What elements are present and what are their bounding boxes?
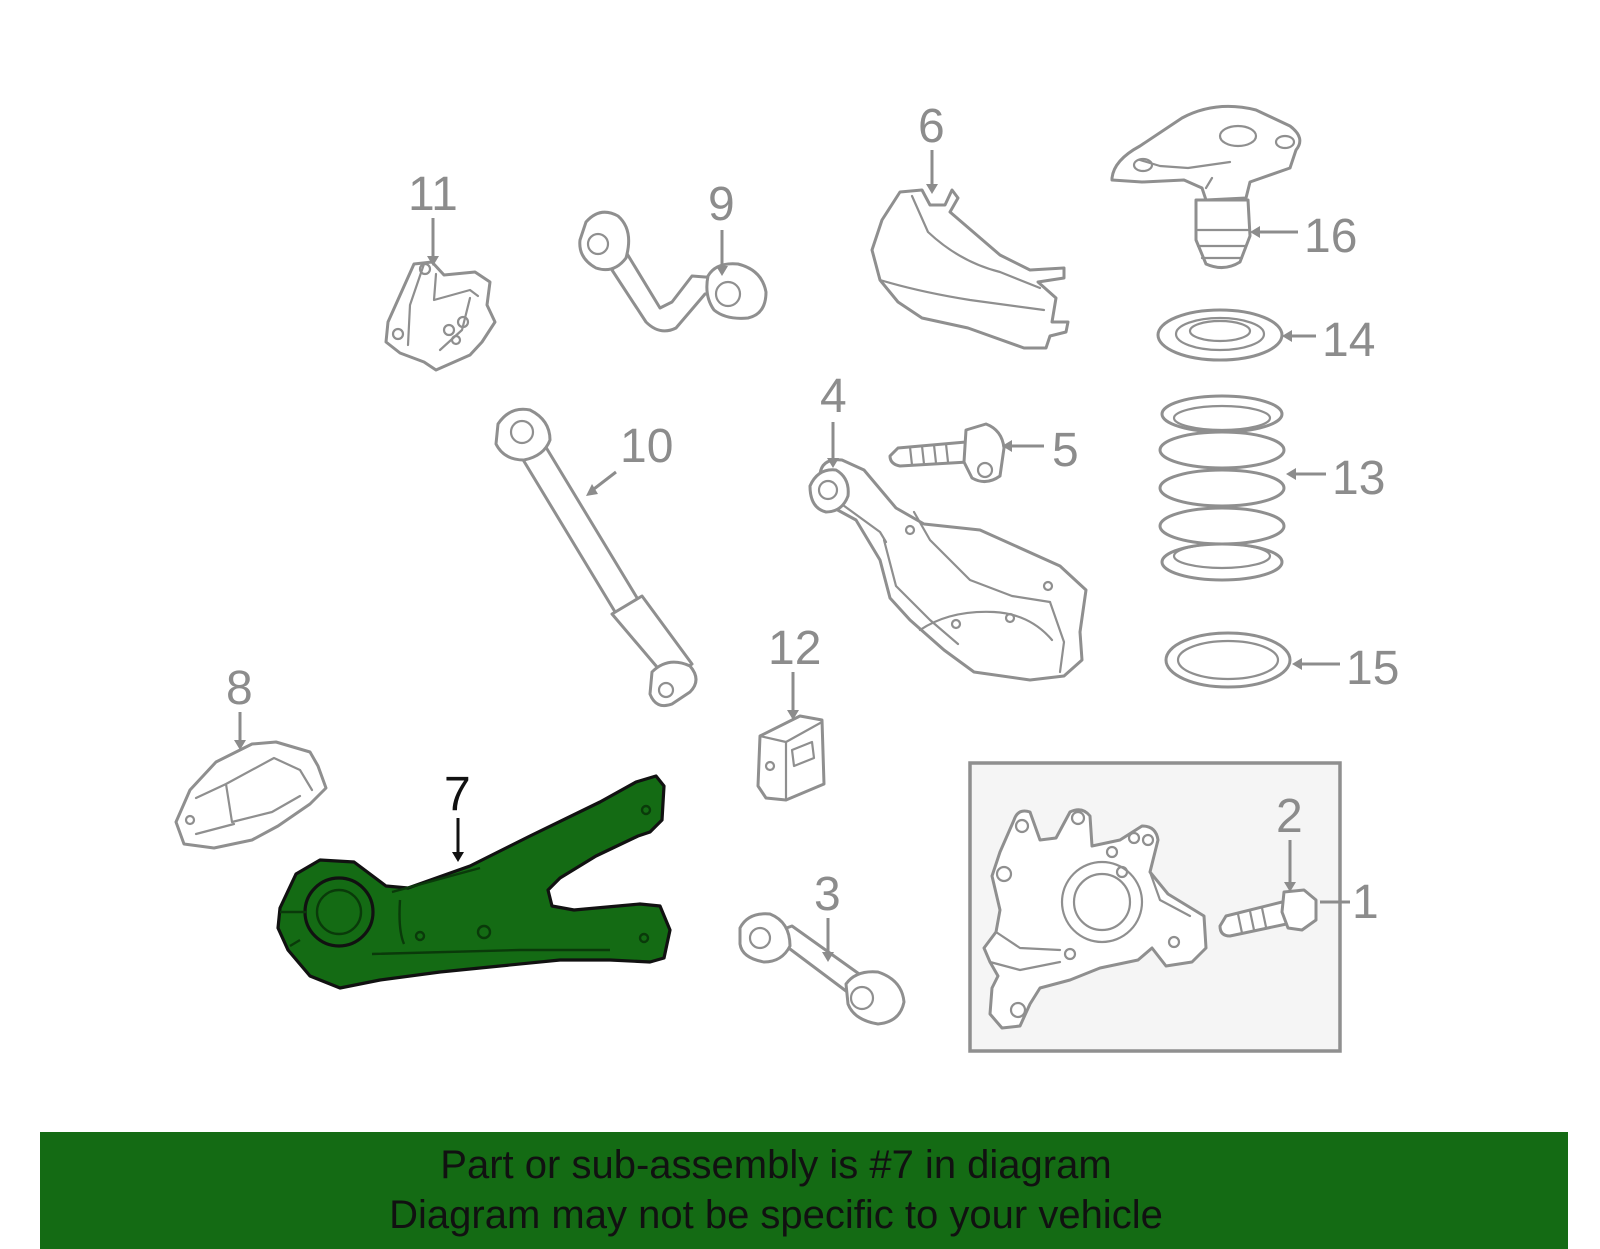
- callout-label-8: 8: [226, 662, 253, 715]
- callout-label-12: 12: [768, 622, 821, 675]
- part-7-trailing-arm[interactable]: [276, 774, 672, 990]
- callout-label-13: 13: [1332, 452, 1385, 505]
- part-10-shock-absorber[interactable]: [494, 407, 698, 708]
- info-banner: Part or sub-assembly is #7 in diagram Di…: [40, 1132, 1568, 1249]
- banner-line-2: Diagram may not be specific to your vehi…: [389, 1193, 1163, 1237]
- part-3-lateral-link[interactable]: [738, 912, 906, 1026]
- callout-label-11: 11: [408, 168, 458, 221]
- part-14-spring-seat[interactable]: [1156, 308, 1284, 362]
- callout-label-7: 7: [444, 768, 471, 821]
- part-16-upper-mount[interactable]: [1110, 104, 1302, 269]
- callout-arrowheads: [234, 184, 1302, 962]
- part-8-cover[interactable]: [174, 740, 328, 850]
- callout-label-1: 1: [1352, 876, 1379, 929]
- callout-label-15: 15: [1346, 642, 1399, 695]
- callout-label-10: 10: [620, 420, 673, 473]
- part-4-lower-arm[interactable]: [808, 458, 1088, 682]
- part-11-bracket[interactable]: [384, 260, 497, 372]
- part-13-coil-spring[interactable]: [1158, 394, 1286, 582]
- callout-label-4: 4: [820, 370, 847, 423]
- callout-label-2: 2: [1276, 790, 1303, 843]
- callout-label-16: 16: [1304, 210, 1357, 263]
- callout-label-5: 5: [1052, 424, 1079, 477]
- callout-label-6: 6: [918, 100, 945, 153]
- part-6-shield[interactable]: [870, 188, 1070, 350]
- callout-label-14: 14: [1322, 314, 1375, 367]
- callout-label-3: 3: [814, 868, 841, 921]
- part-15-insulator[interactable]: [1164, 631, 1292, 689]
- banner-line-1: Part or sub-assembly is #7 in diagram: [440, 1143, 1112, 1187]
- part-9-control-link[interactable]: [578, 210, 768, 333]
- part-12-bumper[interactable]: [756, 714, 826, 802]
- callout-label-9: 9: [708, 178, 735, 231]
- callout-labels: 1 2 3 4 5 6 7 8 9 10 11 12 13 14 15 16: [226, 100, 1399, 929]
- part-2-bolt[interactable]: [1218, 888, 1318, 938]
- part-5-bolt[interactable]: [888, 422, 1006, 483]
